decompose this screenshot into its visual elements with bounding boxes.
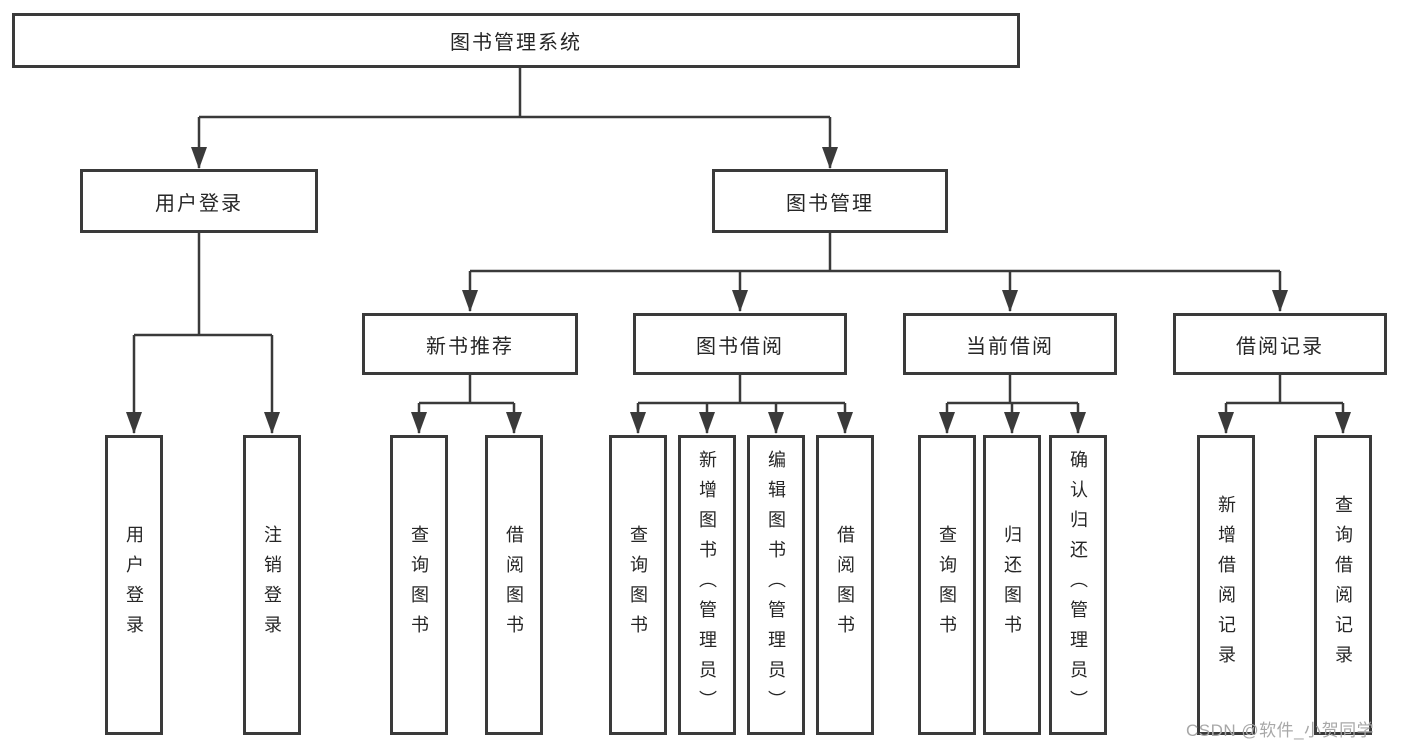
node-leaf-br-query: 查询借阅记录 bbox=[1314, 435, 1372, 735]
edges-new-book-rec bbox=[411, 375, 522, 434]
node-new-book-rec-label: 新书推荐 bbox=[426, 335, 514, 358]
node-current-borrow-label: 当前借阅 bbox=[966, 335, 1054, 358]
node-leaf-br-add-label: 新增借阅记录 bbox=[1216, 495, 1236, 675]
node-user-login-label: 用户登录 bbox=[155, 192, 243, 215]
node-leaf-bb-edit-label: 编辑图书（管理员） bbox=[766, 450, 786, 720]
node-leaf-logout-label: 注销登录 bbox=[262, 525, 282, 645]
node-leaf-cb-query-label: 查询图书 bbox=[937, 525, 957, 645]
node-book-borrow-label: 图书借阅 bbox=[696, 335, 784, 358]
node-leaf-nb-query-label: 查询图书 bbox=[409, 525, 429, 645]
watermark: CSDN @软件_小贺同学 bbox=[1186, 721, 1375, 740]
node-leaf-login: 用户登录 bbox=[105, 435, 163, 735]
node-leaf-cb-confirm-label: 确认归还（管理员） bbox=[1068, 450, 1088, 720]
node-borrow-record: 借阅记录 bbox=[1173, 313, 1387, 375]
node-book-mgmt: 图书管理 bbox=[712, 169, 948, 233]
edges-user-login bbox=[126, 233, 280, 434]
node-leaf-cb-return: 归还图书 bbox=[983, 435, 1041, 735]
node-leaf-logout: 注销登录 bbox=[243, 435, 301, 735]
edges-root bbox=[191, 68, 838, 169]
edges-borrow-record bbox=[1218, 375, 1351, 434]
node-leaf-bb-add-label: 新增图书（管理员） bbox=[697, 450, 717, 720]
edges-book-mgmt bbox=[462, 233, 1288, 312]
edges-current-borrow bbox=[939, 375, 1086, 434]
node-book-mgmt-label: 图书管理 bbox=[786, 192, 874, 215]
node-leaf-bb-edit: 编辑图书（管理员） bbox=[747, 435, 805, 735]
node-leaf-bb-query: 查询图书 bbox=[609, 435, 667, 735]
node-user-login: 用户登录 bbox=[80, 169, 318, 233]
node-leaf-bb-add: 新增图书（管理员） bbox=[678, 435, 736, 735]
node-leaf-login-label: 用户登录 bbox=[124, 525, 144, 645]
node-leaf-bb-borrow-label: 借阅图书 bbox=[835, 525, 855, 645]
node-leaf-br-add: 新增借阅记录 bbox=[1197, 435, 1255, 735]
node-leaf-cb-return-label: 归还图书 bbox=[1002, 525, 1022, 645]
node-book-borrow: 图书借阅 bbox=[633, 313, 847, 375]
node-current-borrow: 当前借阅 bbox=[903, 313, 1117, 375]
node-leaf-bb-query-label: 查询图书 bbox=[628, 525, 648, 645]
node-leaf-bb-borrow: 借阅图书 bbox=[816, 435, 874, 735]
node-leaf-br-query-label: 查询借阅记录 bbox=[1333, 495, 1353, 675]
node-root: 图书管理系统 bbox=[12, 13, 1020, 68]
node-leaf-cb-confirm: 确认归还（管理员） bbox=[1049, 435, 1107, 735]
node-leaf-nb-borrow-label: 借阅图书 bbox=[504, 525, 524, 645]
node-new-book-rec: 新书推荐 bbox=[362, 313, 578, 375]
node-leaf-nb-borrow: 借阅图书 bbox=[485, 435, 543, 735]
edges-book-borrow bbox=[630, 375, 853, 434]
node-leaf-nb-query: 查询图书 bbox=[390, 435, 448, 735]
node-leaf-cb-query: 查询图书 bbox=[918, 435, 976, 735]
node-borrow-record-label: 借阅记录 bbox=[1236, 335, 1324, 358]
node-root-label: 图书管理系统 bbox=[450, 32, 582, 54]
